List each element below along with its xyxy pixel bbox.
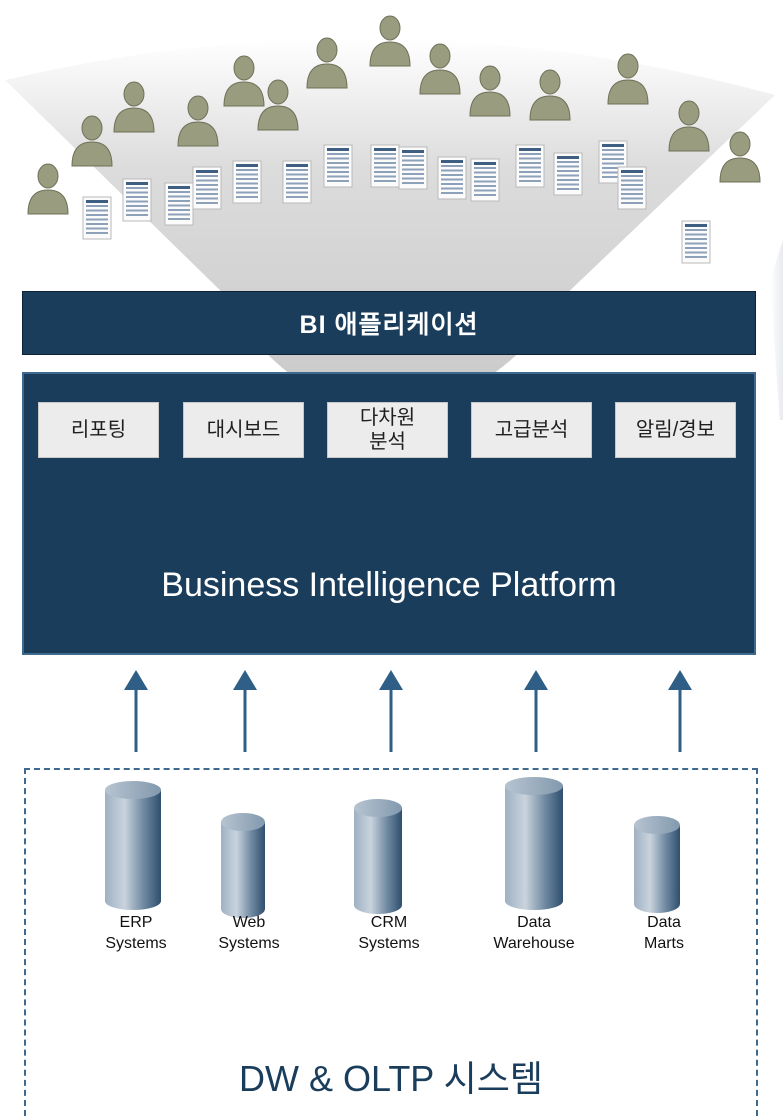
- person-icon: [26, 160, 70, 216]
- person-icon: [718, 128, 762, 184]
- arrow-up-icon: [524, 670, 548, 752]
- dw-oltp-title: DW & OLTP 시스템: [238, 1058, 544, 1099]
- module-alerts: 알림/경보: [615, 402, 736, 458]
- report-sheet-icon: [164, 182, 194, 226]
- data-source-label-web: Web Systems: [218, 914, 280, 952]
- arrow-up-icon: [379, 670, 403, 752]
- person-icon: [667, 97, 711, 153]
- dw-oltp-system-box: [24, 768, 758, 1116]
- module-olap-analysis: 다차원 분석: [327, 402, 448, 458]
- bi-platform-panel: 리포팅 대시보드 다차원 분석 고급분석 알림/경보 Business Inte…: [22, 372, 756, 655]
- person-icon: [256, 76, 300, 132]
- bi-application-title: BI 애플리케이션: [299, 311, 479, 339]
- data-source-label-warehouse: Data Warehouse: [493, 914, 575, 952]
- report-sheet-icon: [232, 160, 262, 204]
- module-dashboard: 대시보드: [183, 402, 304, 458]
- users-and-reports: [0, 0, 783, 300]
- person-icon: [112, 78, 156, 134]
- bi-application-bar: BI 애플리케이션: [22, 291, 756, 355]
- report-sheet-icon: [398, 146, 428, 190]
- report-sheet-icon: [681, 220, 711, 264]
- person-icon: [468, 62, 512, 118]
- person-icon: [70, 112, 114, 168]
- module-advanced-analytics: 고급분석: [471, 402, 592, 458]
- report-sheet-icon: [617, 166, 647, 210]
- database-cylinder-icon: [221, 813, 265, 918]
- arrow-up-icon: [233, 670, 257, 752]
- platform-modules: 리포팅 대시보드 다차원 분석 고급분석 알림/경보: [38, 402, 738, 460]
- report-sheet-icon: [282, 160, 312, 204]
- database-cylinder-icon: [505, 777, 563, 910]
- data-source-label-crm: CRM Systems: [358, 914, 420, 952]
- person-icon: [528, 66, 572, 122]
- platform-title: Business Intelligence Platform: [161, 566, 617, 604]
- data-source-label-erp: ERP Systems: [105, 914, 167, 952]
- person-icon: [222, 52, 266, 108]
- report-sheet-icon: [515, 144, 545, 188]
- database-cylinders: [105, 777, 680, 918]
- person-icon: [368, 12, 412, 68]
- person-icon: [418, 40, 462, 96]
- data-source-label-marts: Data Marts: [644, 914, 684, 952]
- person-icon: [176, 92, 220, 148]
- report-sheet-icon: [192, 166, 222, 210]
- report-sheet-icon: [82, 196, 112, 240]
- report-sheet-icon: [437, 156, 467, 200]
- data-flow-arrows: [124, 670, 692, 752]
- database-cylinder-icon: [354, 799, 402, 914]
- database-cylinder-icon: [105, 781, 161, 910]
- person-icon: [305, 34, 349, 90]
- module-reporting: 리포팅: [38, 402, 159, 458]
- person-icon: [606, 50, 650, 106]
- database-cylinder-icon: [634, 816, 680, 913]
- arrow-up-icon: [124, 670, 148, 752]
- arrow-up-icon: [668, 670, 692, 752]
- report-sheet-icon: [370, 144, 400, 188]
- report-sheet-icon: [323, 144, 353, 188]
- report-sheet-icon: [122, 178, 152, 222]
- report-sheet-icon: [598, 140, 628, 184]
- report-sheet-icon: [553, 152, 583, 196]
- report-sheet-icon: [470, 158, 500, 202]
